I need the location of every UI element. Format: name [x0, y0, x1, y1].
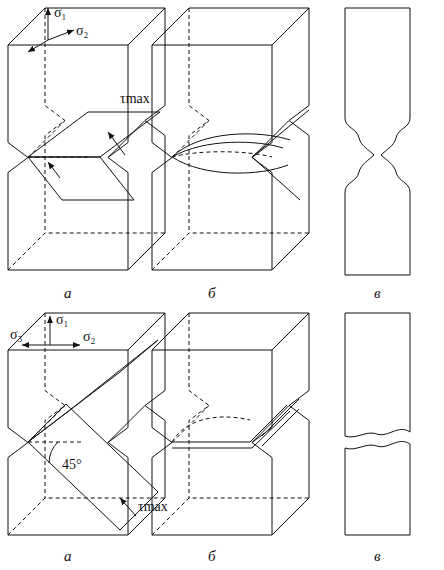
broken-half: [345, 441, 410, 535]
block-edge: [128, 8, 165, 270]
hidden-edge: [152, 233, 309, 270]
figure-letter: б: [208, 549, 216, 564]
broken-half: [345, 313, 410, 437]
crack-surface: [262, 399, 299, 446]
figure-letter: б: [208, 286, 216, 301]
shear-plane: [28, 112, 160, 157]
hidden-edge: [8, 233, 165, 270]
block-edge: [152, 45, 272, 270]
block-edge: [8, 313, 165, 350]
hidden-edge: [172, 406, 209, 443]
figure-letter: а: [64, 549, 72, 564]
stress-label: σ₃: [10, 328, 22, 342]
block-edge: [272, 8, 309, 270]
figure-letter: в: [374, 549, 381, 564]
block-edge: [272, 313, 309, 535]
angle-label: 45°: [62, 458, 82, 472]
block-edge: [108, 121, 145, 158]
stress-label: τmax: [138, 500, 168, 514]
hidden-edge: [28, 121, 65, 158]
shear-plane: [28, 340, 158, 442]
hidden-edge: [189, 8, 209, 233]
hidden-edge: [189, 313, 209, 498]
stress-arrow: [48, 8, 49, 40]
stress-label: σ₂: [76, 24, 88, 38]
stress-label: σ₁: [56, 313, 68, 327]
hidden-edge: [152, 498, 309, 535]
shear-arrow: [120, 498, 136, 516]
stress-arrow: [50, 345, 80, 346]
block-edge: [152, 313, 309, 350]
shear-plane: [28, 157, 134, 200]
crack-surface: [172, 405, 290, 448]
figure-letter: а: [64, 286, 72, 301]
stress-arrow: [22, 345, 50, 346]
angle-arc: [49, 442, 58, 463]
stress-arrow: [50, 316, 51, 345]
stress-arrow: [48, 30, 74, 40]
stress-label: τmax: [120, 92, 150, 106]
necked-specimen: [345, 8, 410, 275]
stress-arrow: [28, 40, 48, 52]
shear-arrow: [48, 162, 60, 178]
block-edge: [108, 406, 145, 443]
shear-arrow: [108, 132, 125, 155]
stress-label: σ₁: [54, 6, 66, 20]
block-edge: [152, 8, 309, 45]
block-edge: [8, 8, 165, 45]
figure-letter: в: [374, 286, 381, 301]
stress-label: σ₂: [83, 330, 95, 344]
